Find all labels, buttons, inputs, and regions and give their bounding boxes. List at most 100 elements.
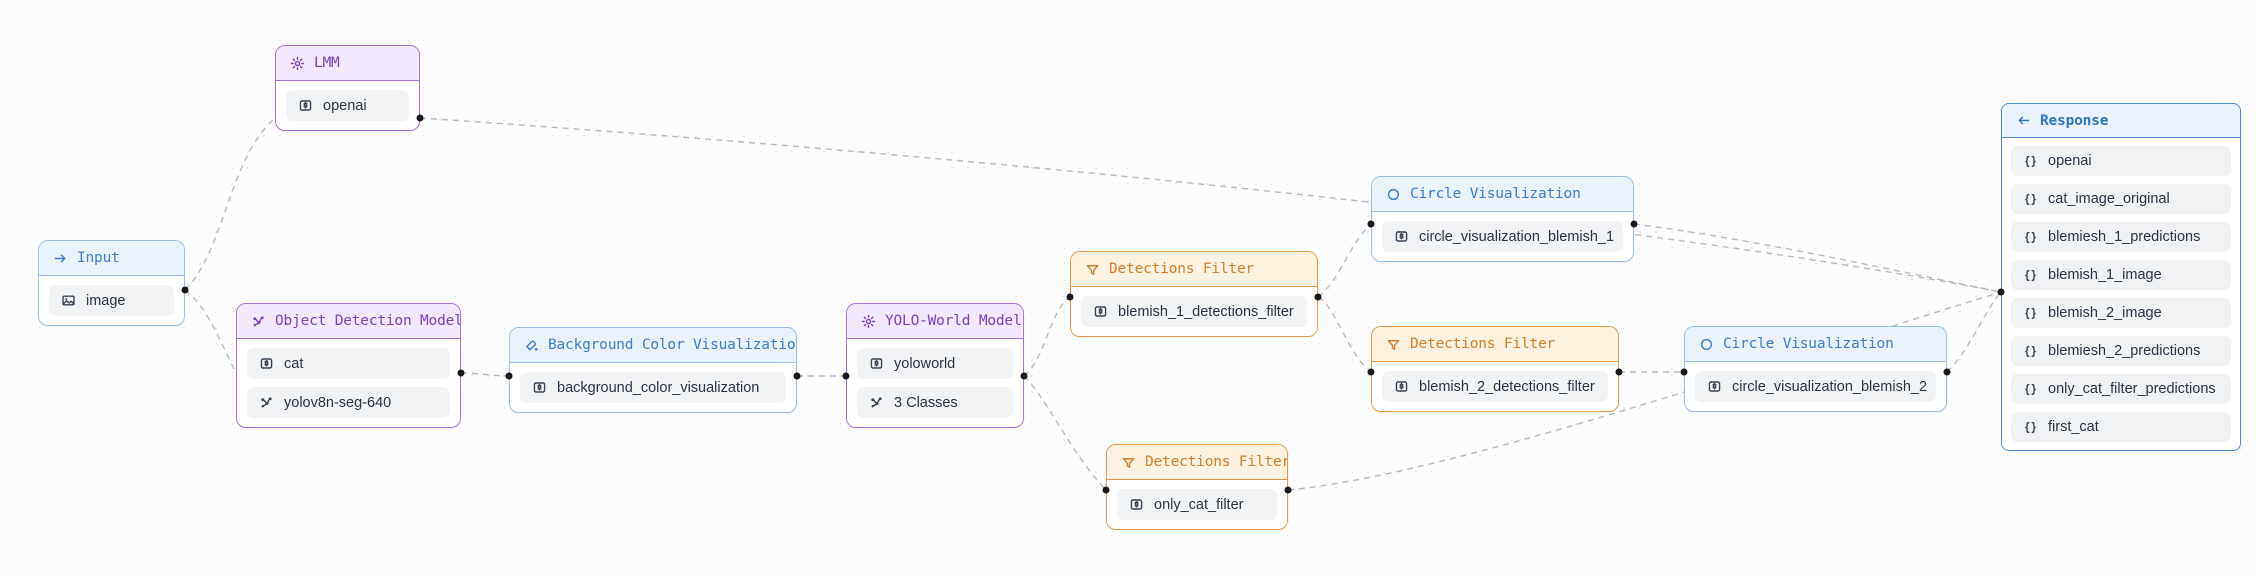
node-detections-filter-only-cat[interactable]: Detections Filter only_cat_filter [1106,444,1288,530]
node-title: Input [77,250,120,266]
node-body-lmm: openai [276,81,419,130]
node-title: Detections Filter [1410,336,1556,352]
node-header-response[interactable]: Response [2002,104,2240,138]
funnel-icon [1085,262,1100,277]
node-yolo-world-model[interactable]: YOLO-World Model yoloworld 3 Classes [846,303,1024,428]
node-row[interactable]: only_cat_filter_predictions [2011,374,2231,404]
node-header-detections-filter-blemish-2[interactable]: Detections Filter [1372,327,1618,362]
node-body-yolo-world-model: yoloworld 3 Classes [847,339,1023,427]
graph-node-icon [869,395,884,410]
dollar-box-icon [259,356,274,371]
node-header-object-detection-model[interactable]: Object Detection Model [237,304,460,339]
node-row[interactable]: 3 Classes [857,387,1013,418]
connector-port[interactable] [1102,486,1110,494]
connector-port[interactable] [416,114,424,122]
node-header-circle-visualization-blemish-2[interactable]: Circle Visualization [1685,327,1946,362]
node-detections-filter-blemish-1[interactable]: Detections Filter blemish_1_detections_fi… [1070,251,1318,337]
node-row[interactable]: image [49,285,174,316]
node-row-label: first_cat [2048,419,2099,435]
node-row[interactable]: blemish_2_detections_filter [1382,371,1608,402]
node-row[interactable]: blemish_2_image [2011,298,2231,328]
node-lmm[interactable]: LMM openai [275,45,420,131]
node-row[interactable]: circle_visualization_blemish_1 [1382,221,1623,252]
node-row[interactable]: openai [2011,146,2231,176]
node-response[interactable]: Response openai cat_image_original blemiesh… [2001,103,2241,451]
connector-port[interactable] [1314,293,1322,301]
image-icon [61,293,76,308]
connector-port[interactable] [1284,486,1292,494]
dollar-box-icon [1394,229,1409,244]
edge-yolo-out-bottom [1023,375,1107,491]
edge-odm-out [460,372,510,377]
node-title: Object Detection Model [275,313,461,329]
node-row[interactable]: blemiesh_2_predictions [2011,336,2231,366]
node-detections-filter-blemish-2[interactable]: Detections Filter blemish_2_detections_fi… [1371,326,1619,412]
node-header-detections-filter-only-cat[interactable]: Detections Filter [1107,445,1287,480]
node-row[interactable]: blemish_1_image [2011,260,2231,290]
node-header-input[interactable]: Input [39,241,184,276]
connector-port[interactable] [1066,293,1074,301]
node-object-detection-model[interactable]: Object Detection Model cat yolov8n-seg-640 [236,303,461,428]
node-body-background-color-visualization: background_color_visualization [510,363,796,412]
connector-port[interactable] [457,369,465,377]
node-circle-visualization-blemish-1[interactable]: Circle Visualization circle_visualization… [1371,176,1634,262]
circle-icon [1699,337,1714,352]
connector-port[interactable] [1997,288,2005,296]
node-body-input: image [39,276,184,325]
node-row-label: only_cat_filter_predictions [2048,381,2216,397]
funnel-icon [1386,337,1401,352]
connector-port[interactable] [1630,220,1638,228]
connector-port[interactable] [181,286,189,294]
node-row[interactable]: circle_visualization_blemish_2 [1695,371,1936,402]
gear-icon [861,314,876,329]
node-circle-visualization-blemish-2[interactable]: Circle Visualization circle_visualization… [1684,326,1947,412]
connector-port[interactable] [793,372,801,380]
node-body-detections-filter-only-cat: only_cat_filter [1107,480,1287,529]
node-row[interactable]: yolov8n-seg-640 [247,387,450,418]
node-row[interactable]: blemish_1_detections_filter [1081,296,1307,327]
node-row[interactable]: cat_image_original [2011,184,2231,214]
node-row-label: blemiesh_1_predictions [2048,229,2201,245]
dollar-box-icon [532,380,547,395]
edge-input-out-2 [184,289,237,374]
connector-port[interactable] [1367,220,1375,228]
connector-port[interactable] [842,372,850,380]
connector-port[interactable] [1367,368,1375,376]
node-row-label: image [86,292,126,309]
connector-port[interactable] [1680,368,1688,376]
connector-port[interactable] [505,372,513,380]
connector-port[interactable] [1615,368,1623,376]
edge-df1-out-a [1317,223,1372,298]
dollar-box-icon [298,98,313,113]
node-header-background-color-visualization[interactable]: Background Color Visualization [510,328,796,363]
paint-icon [524,338,539,353]
node-header-circle-visualization-blemish-1[interactable]: Circle Visualization [1372,177,1633,212]
node-row[interactable]: yoloworld [857,348,1013,379]
node-row[interactable]: only_cat_filter [1117,489,1277,520]
node-body-detections-filter-blemish-2: blemish_2_detections_filter [1372,362,1618,411]
node-header-detections-filter-blemish-1[interactable]: Detections Filter [1071,252,1317,287]
node-background-color-visualization[interactable]: Background Color Visualization background… [509,327,797,413]
connector-port[interactable] [1943,368,1951,376]
node-title: Circle Visualization [1723,336,1894,352]
connector-port[interactable] [1020,372,1028,380]
arrow-right-icon [53,251,68,266]
node-row[interactable]: blemiesh_1_predictions [2011,222,2231,252]
node-input[interactable]: Input image [38,240,185,326]
node-row[interactable]: first_cat [2011,412,2231,442]
node-title: Detections Filter [1145,454,1288,470]
node-row[interactable]: cat [247,348,450,379]
node-row-label: blemiesh_2_predictions [2048,343,2201,359]
dollar-box-icon [1093,304,1108,319]
node-row[interactable]: openai [286,90,409,121]
braces-icon [2023,306,2038,321]
node-body-circle-visualization-blemish-2: circle_visualization_blemish_2 [1685,362,1946,411]
node-header-yolo-world-model[interactable]: YOLO-World Model [847,304,1023,339]
edge-cv1-out [1633,223,2002,293]
node-row-label: yolov8n-seg-640 [284,394,392,411]
node-header-lmm[interactable]: LMM [276,46,419,81]
node-body-response: openai cat_image_original blemiesh_1_predi… [2002,138,2240,450]
node-row-label: background_color_visualization [557,379,760,396]
node-row[interactable]: background_color_visualization [520,372,786,403]
